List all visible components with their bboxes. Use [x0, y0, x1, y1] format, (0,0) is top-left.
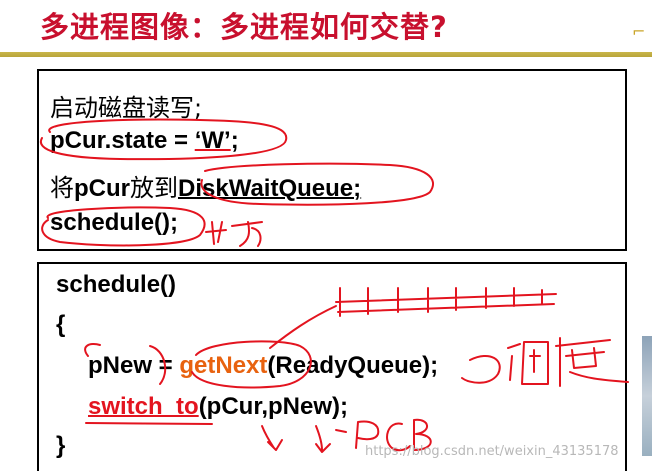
code-line-queue: 将pCur放到DiskWaitQueue; [50, 174, 362, 202]
code-line-start-disk-io: 启动磁盘读写; [50, 94, 203, 122]
open-brace: { [56, 311, 66, 338]
close-brace: } [56, 432, 66, 459]
code-line-switch: switch_to(pCur,pNew); [88, 393, 349, 420]
code-line-schedule-call: schedule(); [50, 209, 179, 236]
title-rule [0, 52, 652, 57]
code-line-state: pCur.state = ‘W’; [50, 127, 239, 154]
schedule-header: schedule() [56, 271, 177, 298]
code-line-getnext: pNew = getNext(ReadyQueue); [88, 352, 439, 379]
slide-title: 多进程图像：多进程如何交替? [40, 10, 448, 44]
side-strip [642, 336, 652, 456]
watermark: https://blog.csdn.net/weixin_43135178 [365, 444, 619, 459]
title-rule-tick: ⌐ [632, 22, 646, 41]
